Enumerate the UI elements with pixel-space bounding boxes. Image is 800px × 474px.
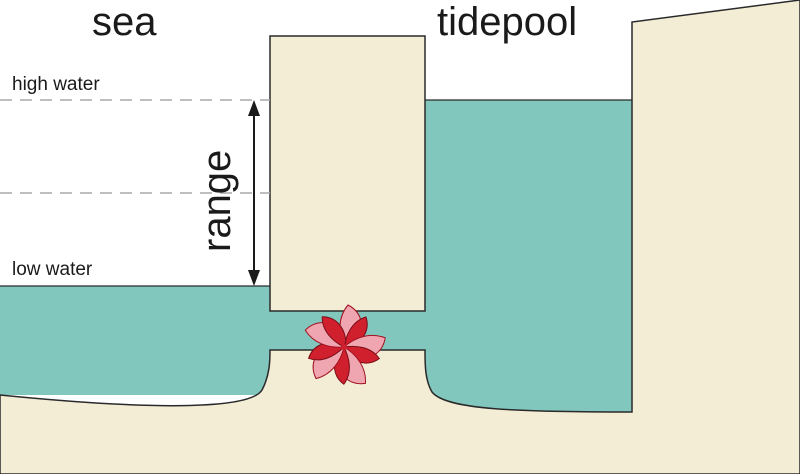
sea-water — [0, 286, 270, 395]
sea-label: sea — [92, 0, 157, 44]
low-water-label: low water — [12, 259, 93, 280]
double-arrow-icon — [248, 100, 260, 286]
turbine-icon — [304, 304, 386, 385]
tidepool-water — [425, 100, 632, 412]
tidepool-label: tidepool — [437, 0, 577, 44]
sea-wall — [269, 35, 426, 312]
range-label: range — [195, 150, 239, 252]
high-water-label: high water — [12, 74, 100, 95]
